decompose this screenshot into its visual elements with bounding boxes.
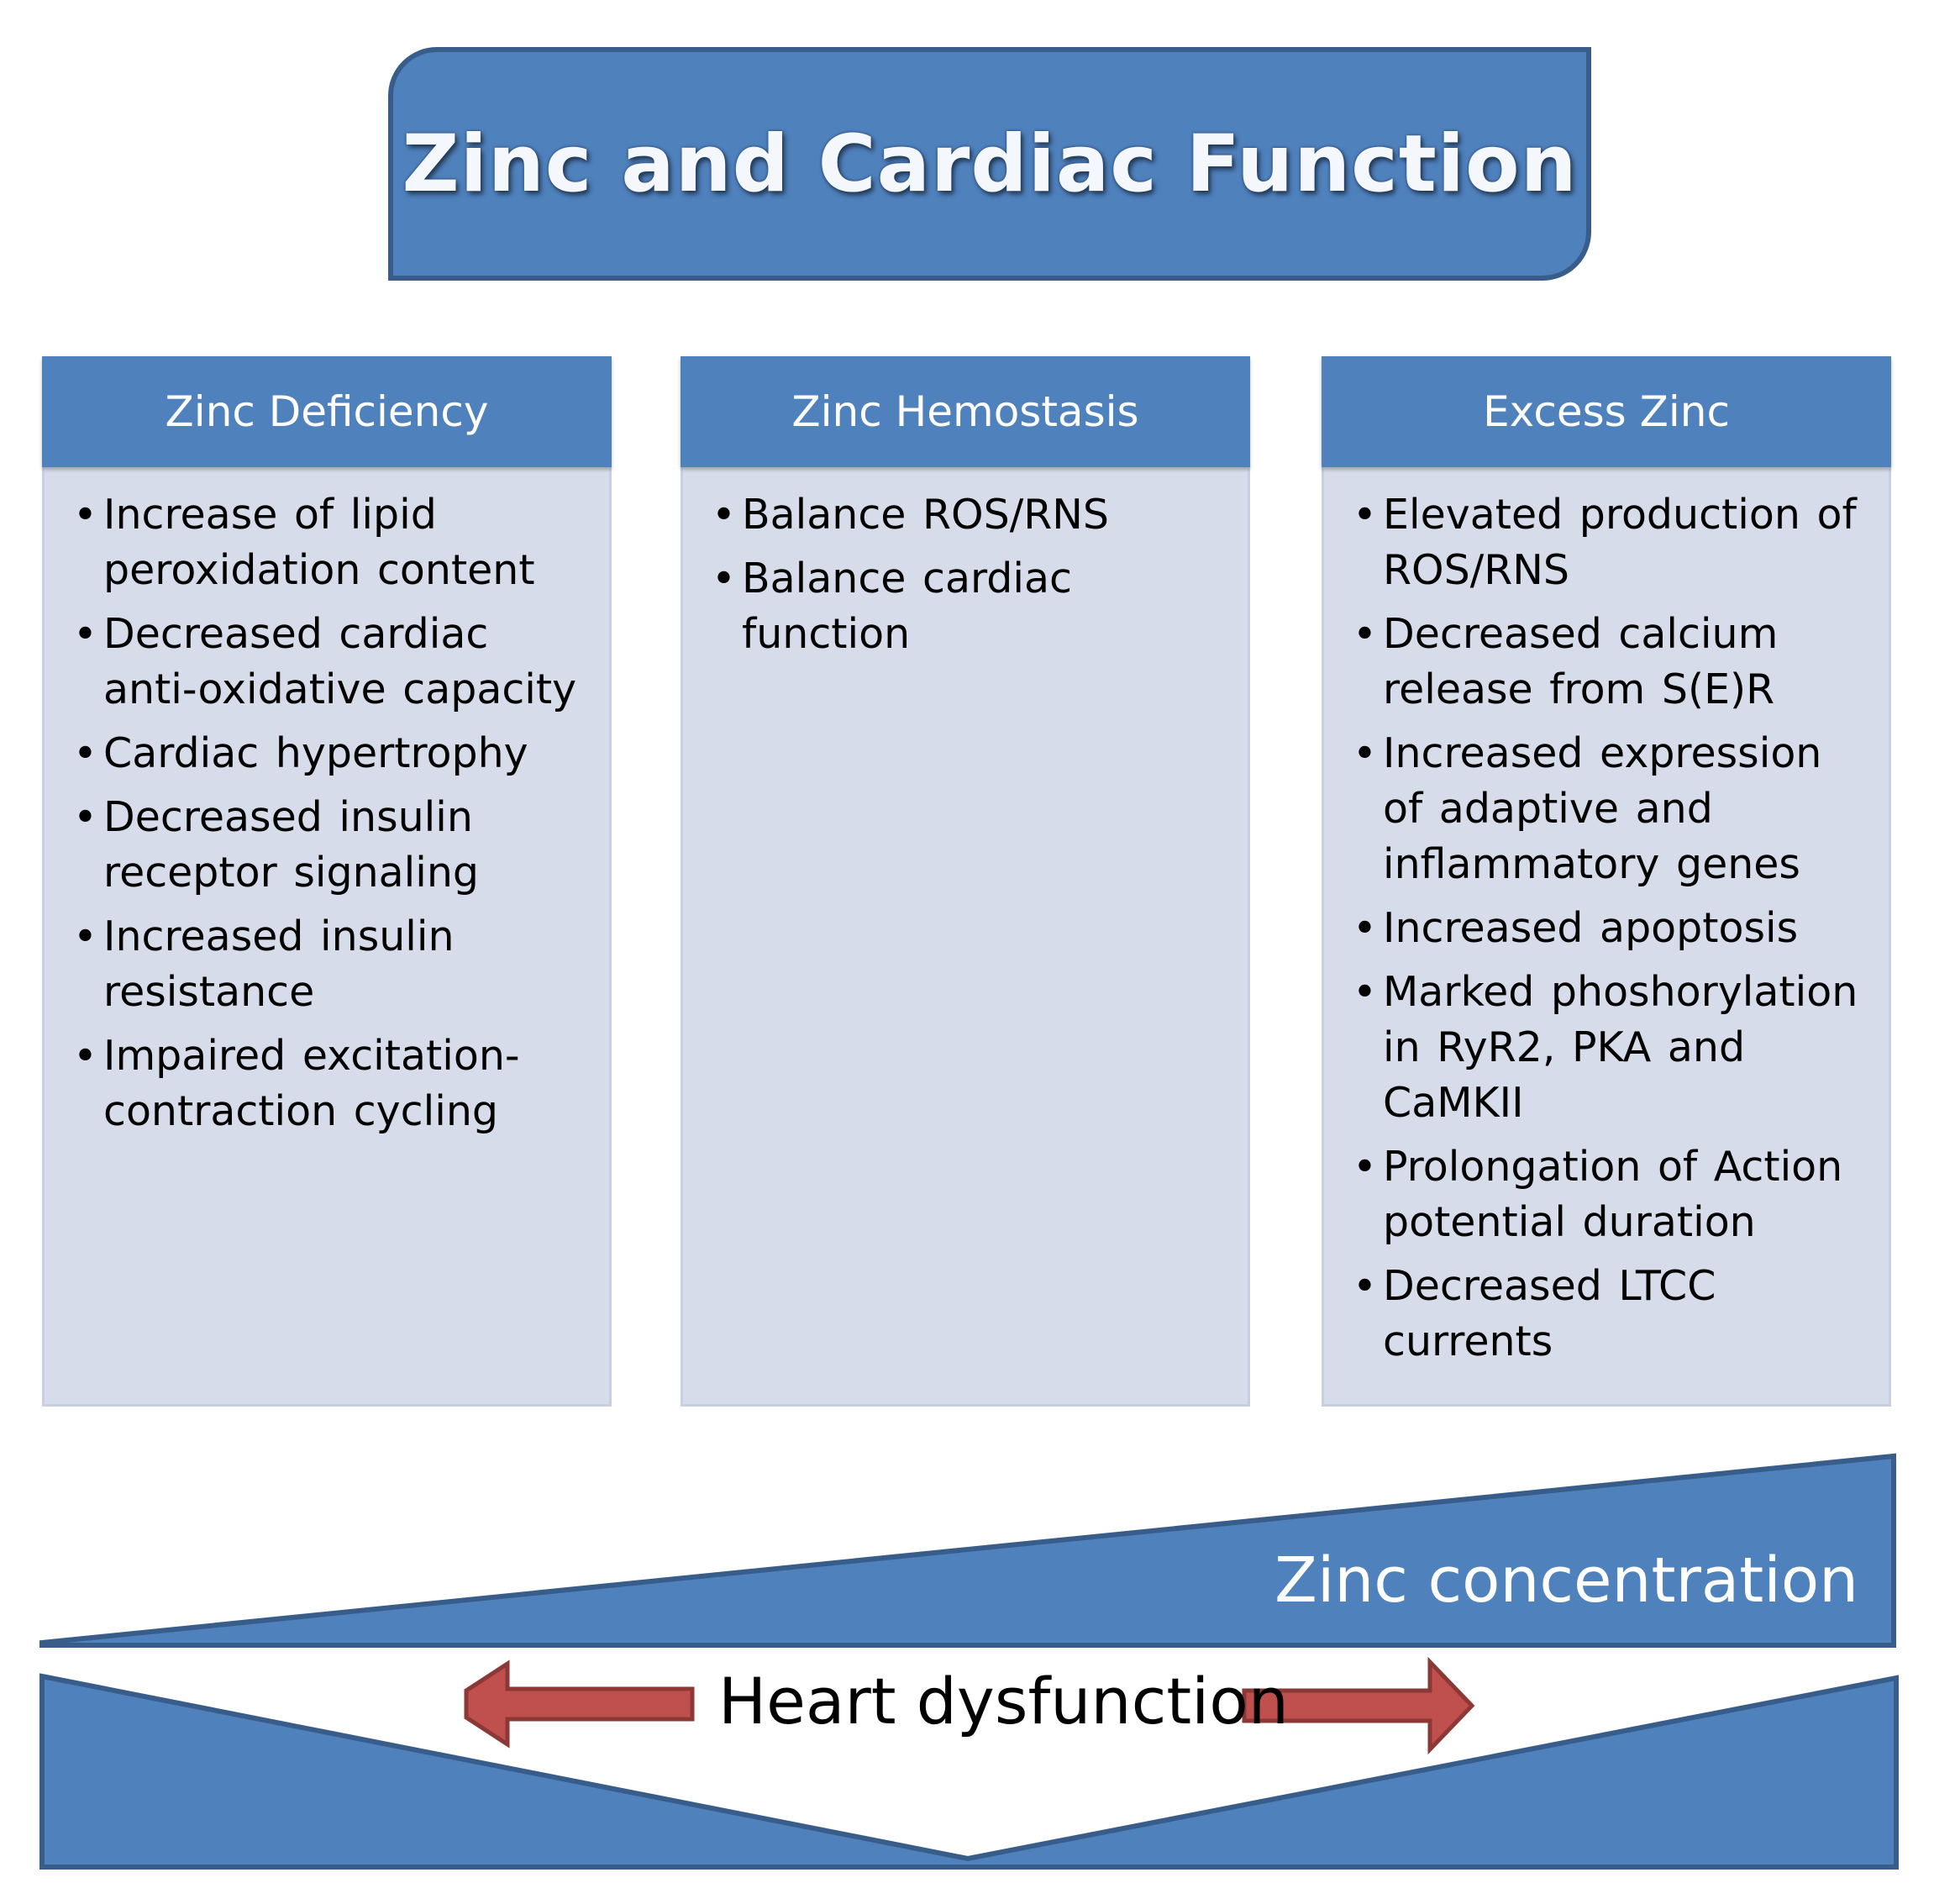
left-arrow-icon <box>464 1659 695 1749</box>
list-item: Increased insulin resistance <box>73 909 586 1020</box>
list-item: Decreased LTCC currents <box>1353 1259 1865 1370</box>
list-item: Increase of lipid peroxidation content <box>73 487 586 598</box>
list-item: Balance ROS/RNS <box>712 487 1224 543</box>
list-item: Decreased insulin receptor signaling <box>73 790 586 901</box>
list-item: Elevated production of ROS/RNS <box>1353 487 1865 598</box>
column-header: Zinc Hemostasis <box>681 356 1250 467</box>
column-zinc-hemostasis: Zinc Hemostasis Balance ROS/RNS Balance … <box>681 356 1250 1407</box>
column-body: Elevated production of ROS/RNS Decreased… <box>1322 467 1891 1407</box>
list-item: Marked phoshorylation in RyR2, PKA and C… <box>1353 965 1865 1131</box>
list-item: Increased apoptosis <box>1353 901 1865 956</box>
column-header: Zinc Deficiency <box>42 356 612 467</box>
list-item: Impaired excitation-contraction cycling <box>73 1028 586 1139</box>
column-body: Increase of lipid peroxidation content D… <box>42 467 612 1407</box>
heart-dysfunction-label: Heart dysfunction <box>718 1664 1289 1738</box>
title-banner: Zinc and Cardiac Function <box>388 47 1591 281</box>
list-item: Balance cardiac function <box>712 551 1224 662</box>
column-header: Excess Zinc <box>1322 356 1891 467</box>
right-arrow-icon <box>1242 1656 1475 1755</box>
column-zinc-deficiency: Zinc Deficiency Increase of lipid peroxi… <box>42 356 612 1407</box>
heart-dysfunction-wedge <box>39 1673 1899 1870</box>
column-body: Balance ROS/RNS Balance cardiac function <box>681 467 1250 1407</box>
list-item: Prolongation of Action potential duratio… <box>1353 1139 1865 1250</box>
column-excess-zinc: Excess Zinc Elevated production of ROS/R… <box>1322 356 1891 1407</box>
zinc-concentration-wedge <box>39 1453 1896 1648</box>
list-item: Increased expression of adaptive and inf… <box>1353 726 1865 892</box>
bullet-list: Elevated production of ROS/RNS Decreased… <box>1353 487 1865 1370</box>
bullet-list: Balance ROS/RNS Balance cardiac function <box>712 487 1224 662</box>
list-item: Cardiac hypertrophy <box>73 726 586 781</box>
diagram-title: Zinc and Cardiac Function <box>402 118 1578 210</box>
list-item: Decreased cardiac anti-oxidative capacit… <box>73 607 586 718</box>
zinc-concentration-label: Zinc concentration <box>1274 1544 1858 1617</box>
bullet-list: Increase of lipid peroxidation content D… <box>73 487 586 1139</box>
list-item: Decreased calcium release from S(E)R <box>1353 607 1865 718</box>
